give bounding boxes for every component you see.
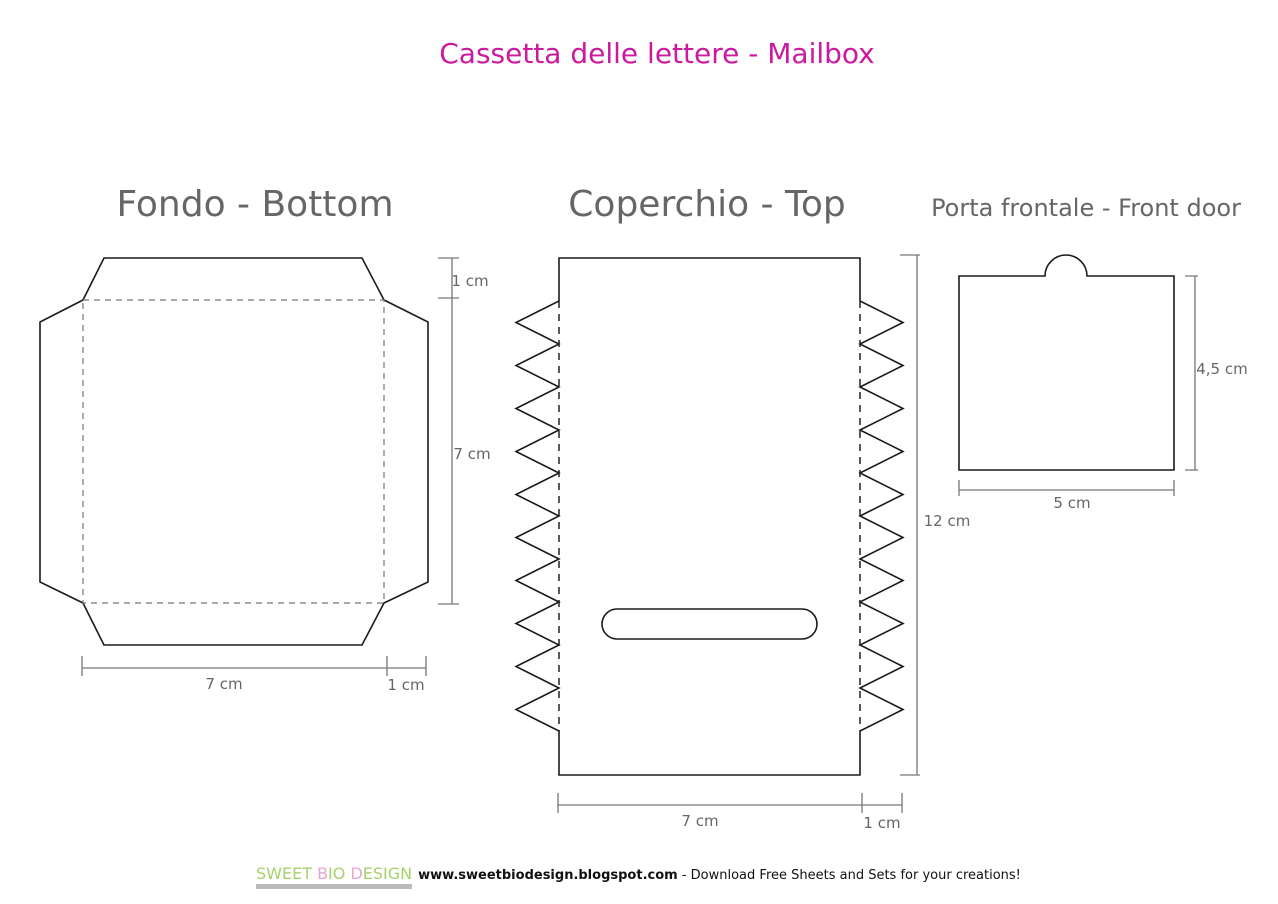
top-title: Coperchio - Top [568,184,845,225]
logo-text: SWEET [256,864,318,883]
door-width-label: 5 cm [1053,494,1090,512]
top-width-label: 7 cm [681,812,718,830]
top-piece: Coperchio - Top 12 cm 7 cm 1 cm [514,184,971,832]
door-cut-outline [958,254,1175,471]
footer-tagline: - Download Free Sheets and Sets for your… [677,868,1021,883]
bottom-cut-outline [39,257,429,646]
bottom-horizontal-dimension [81,656,427,676]
logo-text: D [350,864,363,883]
bottom-fold-lines [82,299,385,604]
mail-slot [601,608,818,640]
bottom-side-h-label: 7 cm [205,675,242,693]
bottom-flap-h-label: 1 cm [387,676,424,694]
logo: SWEET BIO DESIGN [256,864,413,889]
bottom-title: Fondo - Bottom [116,184,393,225]
top-vertical-dimension [900,254,920,776]
footer: SWEET BIO DESIGN www.sweetbiodesign.blogs… [256,864,1021,889]
bottom-piece: Fondo - Bottom 1 cm 7 cm 7 cm 1 cm [39,184,491,694]
door-height-label: 4,5 cm [1196,360,1247,378]
page-title: Cassetta delle lettere - Mailbox [439,37,875,70]
door-horizontal-dimension [958,480,1175,496]
logo-text: IO [328,864,351,883]
door-title: Porta frontale - Front door [931,194,1241,222]
top-flap-label: 1 cm [863,814,900,832]
bottom-flap-v-label: 1 cm [451,272,488,290]
door-vertical-dimension [1185,275,1198,471]
door-piece: Porta frontale - Front door 4,5 cm 5 cm [931,194,1248,512]
footer-url-link[interactable]: www.sweetbiodesign.blogspot.com [418,868,678,883]
top-height-label: 12 cm [924,512,971,530]
top-cut-outline [514,257,905,776]
logo-text: B [317,864,329,883]
bottom-side-v-label: 7 cm [453,445,490,463]
top-horizontal-dimension [557,793,903,813]
logo-text: ESIGN [362,864,413,883]
bottom-vertical-dimension [438,257,459,605]
